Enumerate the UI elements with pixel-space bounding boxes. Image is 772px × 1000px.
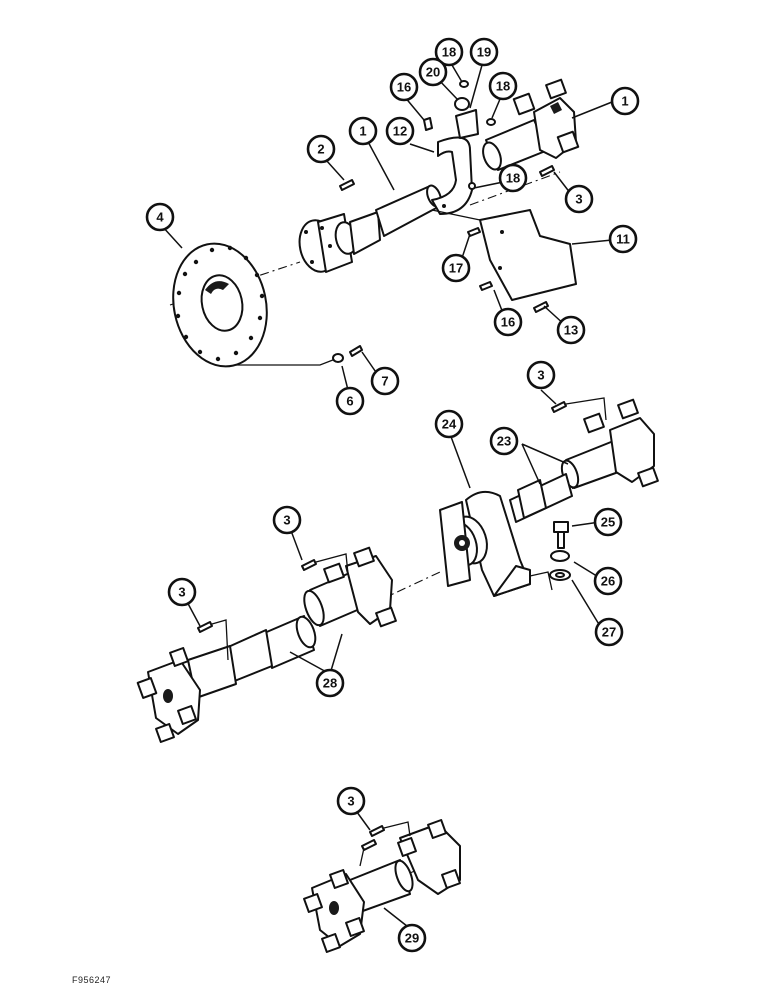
callout-23: 23 [489, 426, 519, 456]
callout-label: 17 [449, 261, 463, 276]
callout-7: 7 [370, 366, 400, 396]
callout-11: 11 [608, 224, 638, 254]
callout-18c: 18 [498, 163, 528, 193]
center-support-bearing [439, 490, 553, 597]
callout-label: 25 [601, 515, 615, 530]
callout-3e: 3 [336, 786, 366, 816]
callout-label: 19 [477, 45, 491, 60]
callout-label: 28 [323, 676, 337, 691]
callout-18a: 18 [434, 37, 464, 67]
callout-13: 13 [556, 315, 586, 345]
callout-16b: 16 [493, 307, 523, 337]
support-plate [431, 209, 577, 301]
callout-label: 1 [621, 94, 628, 109]
mount-hardware [549, 521, 571, 581]
figure-id: F956247 [72, 975, 112, 985]
callout-label: 3 [347, 794, 354, 809]
u-joint-lower-right [397, 819, 461, 895]
callout-label: 29 [405, 931, 419, 946]
u-joint-lower-left [303, 869, 365, 953]
lower-shaft-assembly [303, 819, 461, 953]
callout-17: 17 [441, 253, 471, 283]
callout-label: 18 [506, 171, 520, 186]
callout-label: 11 [616, 232, 630, 247]
callout-label: 7 [381, 374, 388, 389]
callout-25: 25 [593, 507, 623, 537]
bolts-middle [197, 397, 607, 661]
callout-label: 13 [564, 323, 578, 338]
shaft-section [187, 615, 317, 699]
callout-24: 24 [434, 409, 464, 439]
callout-1b: 1 [348, 116, 378, 146]
callout-label: 26 [601, 574, 615, 589]
callout-28: 28 [315, 668, 345, 698]
u-joint-left [136, 647, 201, 743]
callout-label: 12 [393, 124, 407, 139]
callout-3a: 3 [564, 184, 594, 214]
callout-label: 18 [496, 79, 510, 94]
callout-29: 29 [397, 923, 427, 953]
callout-18b: 18 [488, 71, 518, 101]
callout-3d: 3 [167, 577, 197, 607]
callout-26: 26 [593, 566, 623, 596]
upper-shaft-assembly [169, 78, 580, 368]
callout-27: 27 [594, 617, 624, 647]
callout-label: 16 [501, 315, 515, 330]
callout-19: 19 [469, 37, 499, 67]
callout-4: 4 [145, 202, 175, 232]
u-joint-right [560, 398, 659, 489]
bearing-clamp [454, 80, 496, 139]
callout-label: 4 [156, 210, 164, 225]
bolts-upper [332, 117, 555, 363]
callout-label: 20 [426, 65, 440, 80]
u-joint-upper [482, 78, 580, 171]
callout-2: 2 [306, 134, 336, 164]
callout-6: 6 [335, 386, 365, 416]
callout-label: 3 [178, 585, 185, 600]
u-joint-middle [303, 546, 397, 628]
callout-label: 3 [283, 513, 290, 528]
bolts-lower [359, 821, 411, 867]
callout-label: 16 [397, 80, 411, 95]
callout-label: 2 [317, 142, 324, 157]
middle-shaft-assembly [136, 397, 659, 743]
callout-12: 12 [385, 116, 415, 146]
callout-16a: 16 [389, 72, 419, 102]
callout-3c: 3 [272, 505, 302, 535]
callout-label: 27 [602, 625, 616, 640]
flange-plate [172, 242, 339, 368]
callout-label: 23 [497, 434, 511, 449]
callout-label: 3 [537, 368, 544, 383]
callout-label: 24 [442, 417, 457, 432]
callout-1a: 1 [610, 86, 640, 116]
callout-20: 20 [418, 57, 448, 87]
splined-shaft [509, 473, 573, 523]
callout-label: 6 [346, 394, 353, 409]
shaft-tube [349, 184, 442, 255]
callout-label: 3 [575, 192, 582, 207]
callout-3b: 3 [526, 360, 556, 390]
guard-bracket [431, 136, 473, 215]
callout-label: 1 [359, 124, 366, 139]
callout-label: 18 [442, 45, 456, 60]
